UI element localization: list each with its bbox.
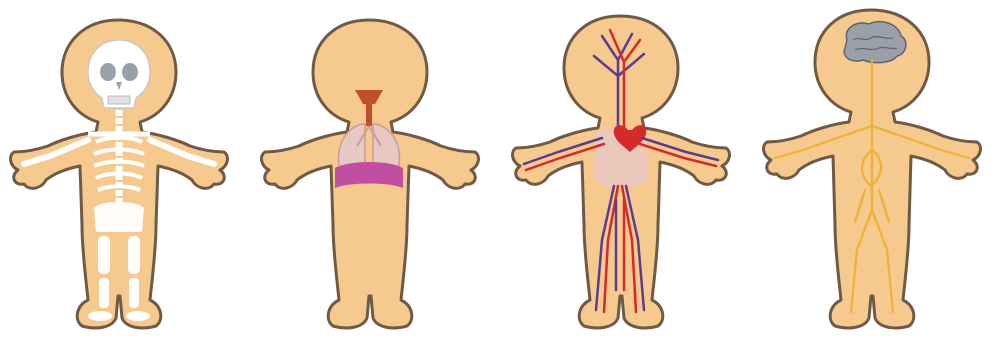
skeleton-icon [0,0,249,345]
heart-vessels-icon [498,0,747,345]
circulatory-system-figure [498,0,747,345]
brain [844,22,906,63]
respiratory-system-figure [249,0,498,345]
lungs-icon [249,0,498,345]
nervous-system-figure [747,0,995,345]
brain-nerves-icon [747,0,995,345]
skeletal-system-figure [0,0,249,345]
